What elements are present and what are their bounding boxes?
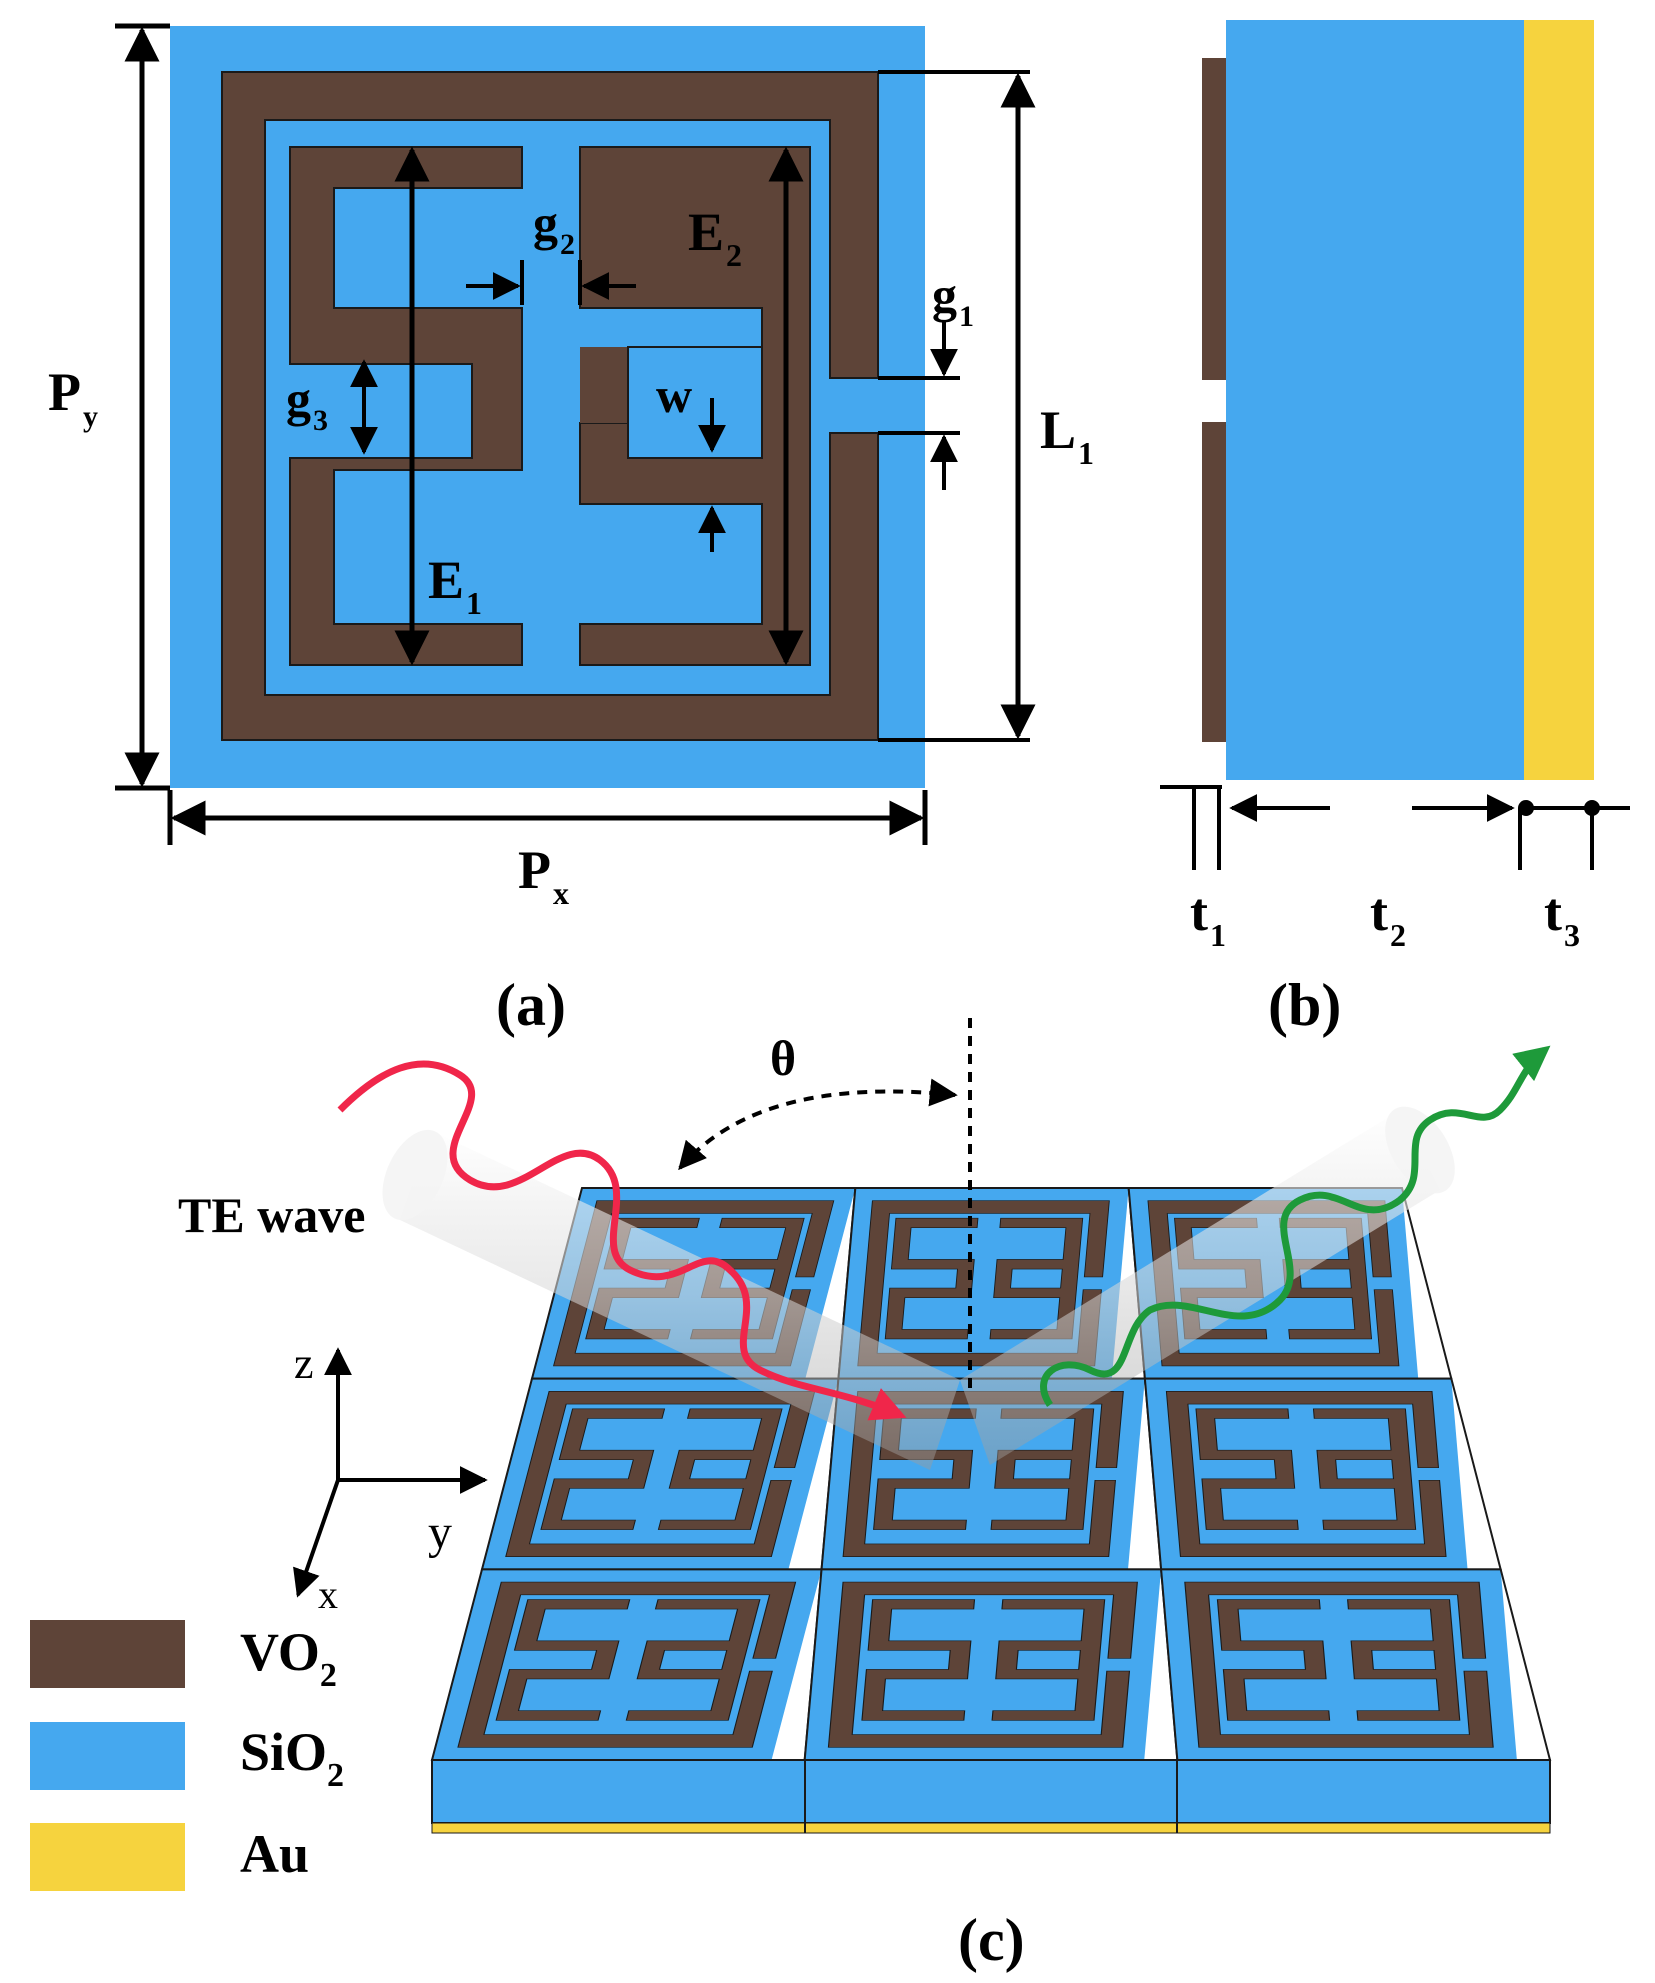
- svg-text:g3: g3: [286, 371, 328, 437]
- panel-c-caption: (c): [958, 1907, 1025, 1973]
- legend-swatch-au: [30, 1823, 185, 1891]
- au-front-strip: [431, 1822, 1551, 1834]
- right-e-notch: [580, 347, 628, 423]
- svg-text:Px: Px: [518, 840, 569, 911]
- metasurface-unit-cell: [480, 1377, 840, 1571]
- slab-front-face: [431, 1759, 1551, 1824]
- svg-text:E2: E2: [688, 202, 742, 273]
- svg-text:Au: Au: [240, 1824, 309, 1884]
- t1-label: t: [1190, 882, 1208, 942]
- svg-text:L1: L1: [1040, 400, 1094, 471]
- svg-text:SiO2: SiO2: [240, 1722, 344, 1794]
- legend-label-au: Au: [240, 1824, 309, 1884]
- g1-label: g: [932, 267, 957, 323]
- svg-text:t1: t1: [1190, 882, 1226, 953]
- vo2-layer-bottom: [1202, 422, 1226, 742]
- svg-text:g1: g1: [932, 267, 974, 333]
- sio2-layer: [1226, 20, 1524, 780]
- right-e-resonator: [579, 146, 811, 666]
- legend-swatch-sio2: [30, 1722, 185, 1790]
- panel-a-top-view: Py Px L1 g1 g2 g3 w E1 E2: [48, 23, 1094, 1038]
- theta-arc: [678, 1078, 958, 1171]
- incident-beam: [400, 1130, 960, 1470]
- metasurface-unit-cell: [430, 1568, 823, 1761]
- svg-text:VO2: VO2: [240, 1622, 337, 1694]
- panel-c-3d-array: θ TE wave z y x (c): [178, 1018, 1552, 1973]
- au-layer: [1524, 20, 1594, 780]
- legend-label-vo2: VO: [240, 1622, 320, 1682]
- e2-label: E: [688, 202, 724, 262]
- svg-text:Py: Py: [48, 362, 98, 433]
- svg-text:t2: t2: [1370, 882, 1406, 953]
- metasurface-unit-cell: [1160, 1568, 1552, 1761]
- te-wave-label: TE wave: [178, 1187, 366, 1243]
- e1-label: E: [428, 550, 464, 610]
- legend-label-sio2: SiO: [240, 1722, 327, 1782]
- reflected-beam: [960, 1110, 1440, 1465]
- metasurface-cell-grid: [430, 1187, 1552, 1761]
- panel-b-side-view: t1 t2 t3 (b): [1160, 20, 1630, 1038]
- y-axis-label: y: [428, 1506, 452, 1559]
- sio2-substrate: [170, 26, 925, 788]
- z-axis-label: z: [294, 1339, 314, 1388]
- w-label: w: [656, 367, 692, 423]
- svg-text:g2: g2: [533, 195, 575, 261]
- reflected-wave: [1040, 1045, 1551, 1407]
- legend-swatch-vo2: [30, 1620, 185, 1688]
- px-label: P: [518, 840, 551, 900]
- material-legend: VO2 SiO2 Au: [30, 1620, 344, 1891]
- g3-label: g: [286, 371, 311, 427]
- panel-a-caption: (a): [496, 972, 566, 1038]
- metasurface-unit-cell: [803, 1568, 1179, 1761]
- t3-label: t: [1544, 882, 1562, 942]
- theta-label: θ: [770, 1030, 796, 1086]
- t2-label: t: [1370, 882, 1388, 942]
- svg-text:E1: E1: [428, 550, 482, 621]
- svg-text:t3: t3: [1544, 882, 1580, 953]
- metasurface-unit-cell: [1143, 1377, 1502, 1571]
- incident-wave: [337, 1060, 907, 1421]
- x-axis-label: x: [318, 1572, 338, 1617]
- x-axis: [293, 1479, 340, 1598]
- py-label: P: [48, 362, 81, 422]
- vo2-layer-top: [1202, 58, 1226, 380]
- l1-label: L: [1040, 400, 1076, 460]
- panel-b-caption: (b): [1268, 972, 1341, 1038]
- g2-label: g: [533, 195, 558, 251]
